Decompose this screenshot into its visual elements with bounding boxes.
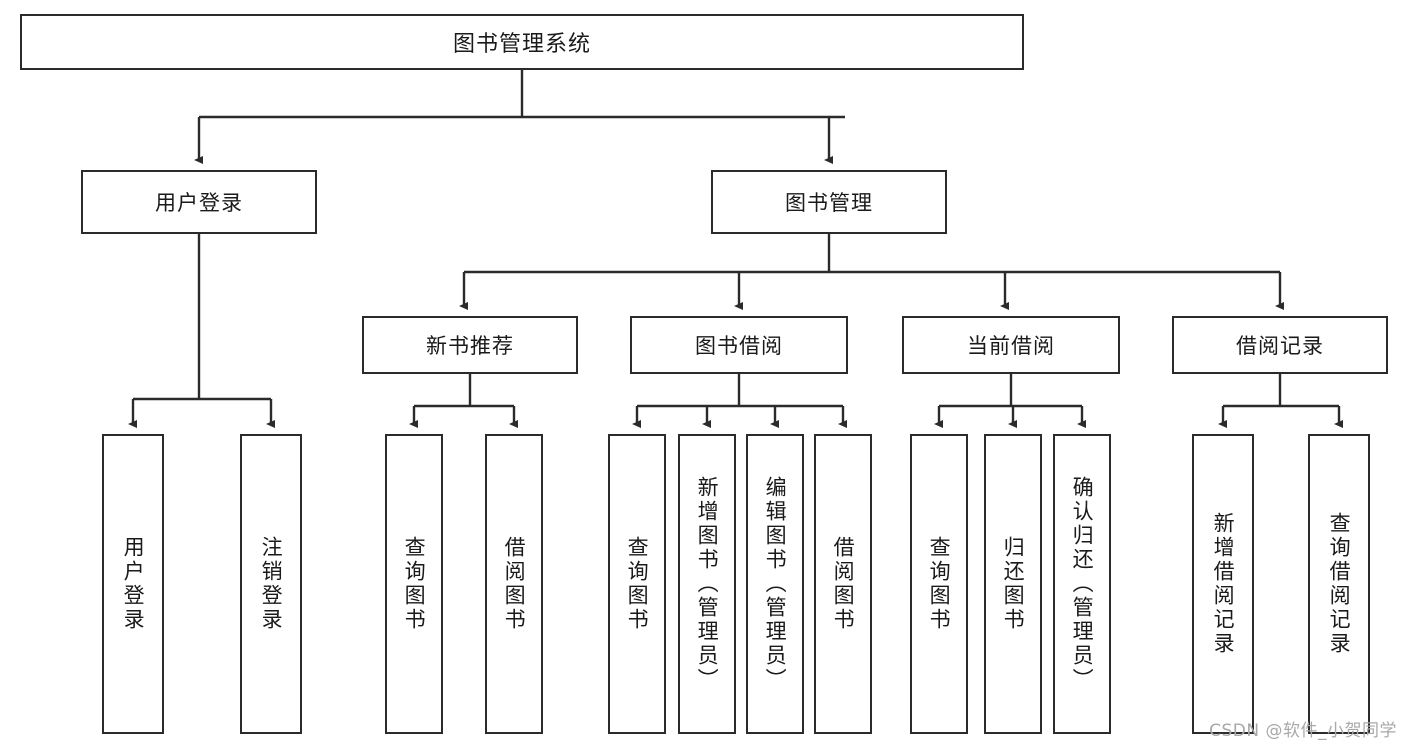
node-current-borrow[interactable]: 当前借阅 [902, 316, 1120, 374]
node-borrow-record[interactable]: 借阅记录 [1172, 316, 1388, 374]
node-leaf-user-logout[interactable]: 注销登录 [240, 434, 302, 734]
node-label: 新书推荐 [426, 334, 514, 358]
node-leaf-query-book-2[interactable]: 查询图书 [608, 434, 666, 734]
node-leaf-borrow-book-2[interactable]: 借阅图书 [814, 434, 872, 734]
node-label: 新增借阅记录 [1211, 512, 1236, 656]
node-label: 注销登录 [259, 536, 284, 632]
node-label: 借阅图书 [831, 536, 856, 632]
node-label: 用户登录 [155, 191, 243, 215]
node-label: 借阅记录 [1236, 334, 1324, 358]
node-label: 新增图书（管理员） [695, 476, 720, 692]
node-leaf-return-book[interactable]: 归还图书 [984, 434, 1042, 734]
node-leaf-edit-book[interactable]: 编辑图书（管理员） [746, 434, 804, 734]
node-label: 借阅图书 [502, 536, 527, 632]
node-leaf-query-record[interactable]: 查询借阅记录 [1308, 434, 1370, 734]
node-label: 查询借阅记录 [1327, 512, 1352, 656]
node-label: 当前借阅 [967, 334, 1055, 358]
node-label: 图书借阅 [695, 334, 783, 358]
node-new-book-rec[interactable]: 新书推荐 [362, 316, 578, 374]
node-label: 用户登录 [121, 536, 146, 632]
node-book-manage[interactable]: 图书管理 [711, 170, 947, 234]
node-label: 归还图书 [1001, 536, 1026, 632]
node-leaf-query-book-1[interactable]: 查询图书 [385, 434, 443, 734]
node-root[interactable]: 图书管理系统 [20, 14, 1024, 70]
node-leaf-query-book-3[interactable]: 查询图书 [910, 434, 968, 734]
node-user-login[interactable]: 用户登录 [81, 170, 317, 234]
node-label: 查询图书 [927, 536, 952, 632]
node-leaf-borrow-book-1[interactable]: 借阅图书 [485, 434, 543, 734]
node-label: 图书管理系统 [452, 32, 591, 57]
node-label: 确认归还（管理员） [1070, 476, 1095, 692]
node-leaf-add-record[interactable]: 新增借阅记录 [1192, 434, 1254, 734]
node-leaf-confirm-return[interactable]: 确认归还（管理员） [1053, 434, 1111, 734]
node-leaf-add-book[interactable]: 新增图书（管理员） [678, 434, 736, 734]
node-label: 查询图书 [402, 536, 427, 632]
watermark: CSDN @软件_小贺同学 [1209, 721, 1397, 741]
node-label: 编辑图书（管理员） [763, 476, 788, 692]
node-label: 查询图书 [625, 536, 650, 632]
node-label: 图书管理 [785, 191, 873, 215]
node-book-borrow[interactable]: 图书借阅 [630, 316, 848, 374]
node-leaf-user-login[interactable]: 用户登录 [102, 434, 164, 734]
